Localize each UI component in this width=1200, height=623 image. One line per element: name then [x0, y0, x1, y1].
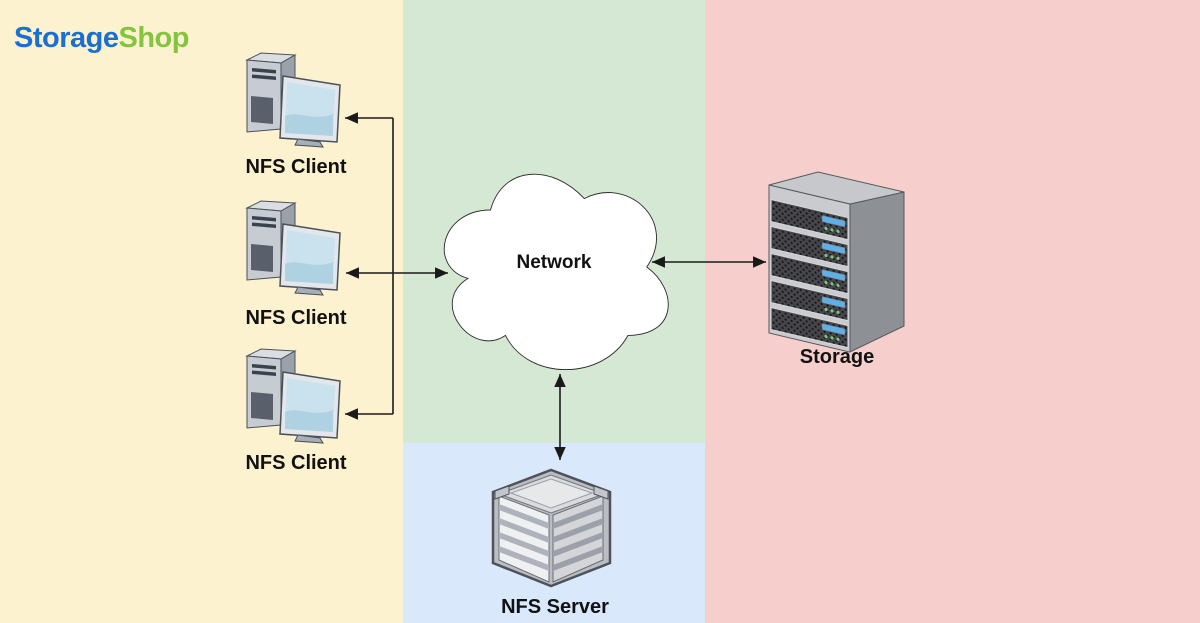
nfs-client-label-1: NFS Client [245, 156, 347, 178]
rack-slot [770, 225, 849, 268]
monitor-stand [294, 434, 324, 444]
logo-text-storage: Storage [14, 22, 119, 54]
nfs-client-label-2: NFS Client [245, 307, 347, 329]
tower-vent [252, 364, 276, 370]
nfs-client-icon [245, 200, 341, 296]
storageshop-logo: StorageShop [14, 22, 189, 55]
logo-text-shop: Shop [118, 22, 189, 54]
rack-slot [770, 252, 849, 295]
rack-slot [770, 306, 849, 349]
rack-slot [770, 198, 849, 241]
monitor-stand [294, 138, 324, 148]
tower-vent [252, 68, 276, 74]
monitor-stand [294, 286, 324, 296]
nfs-server-icon [491, 468, 612, 588]
network-label: Network [516, 252, 592, 273]
network-cloud-icon [428, 153, 678, 381]
tower-vent [252, 370, 276, 376]
screen-reflection [285, 410, 333, 432]
server-corner-tab [593, 485, 609, 500]
screen-reflection [285, 114, 333, 136]
tower-vent [252, 222, 276, 228]
nfs-client-icon [245, 348, 341, 444]
screen-reflection [285, 262, 333, 284]
rack-front-face [768, 184, 851, 353]
rack-slot [770, 279, 849, 322]
storage-rack-icon [768, 171, 905, 353]
nfs-server-label: NFS Server [501, 596, 609, 618]
tower-vent [252, 216, 276, 222]
nfs-client-icon [245, 52, 341, 148]
drive-bay [251, 392, 273, 420]
storage-label: Storage [799, 346, 875, 368]
nfs-client-label-3: NFS Client [245, 452, 347, 474]
drive-bay [251, 244, 273, 272]
tower-vent [252, 74, 276, 80]
server-corner-tab [494, 485, 510, 500]
server-top-cap [509, 478, 594, 509]
drive-bay [251, 96, 273, 124]
rack-side-face [849, 191, 905, 353]
